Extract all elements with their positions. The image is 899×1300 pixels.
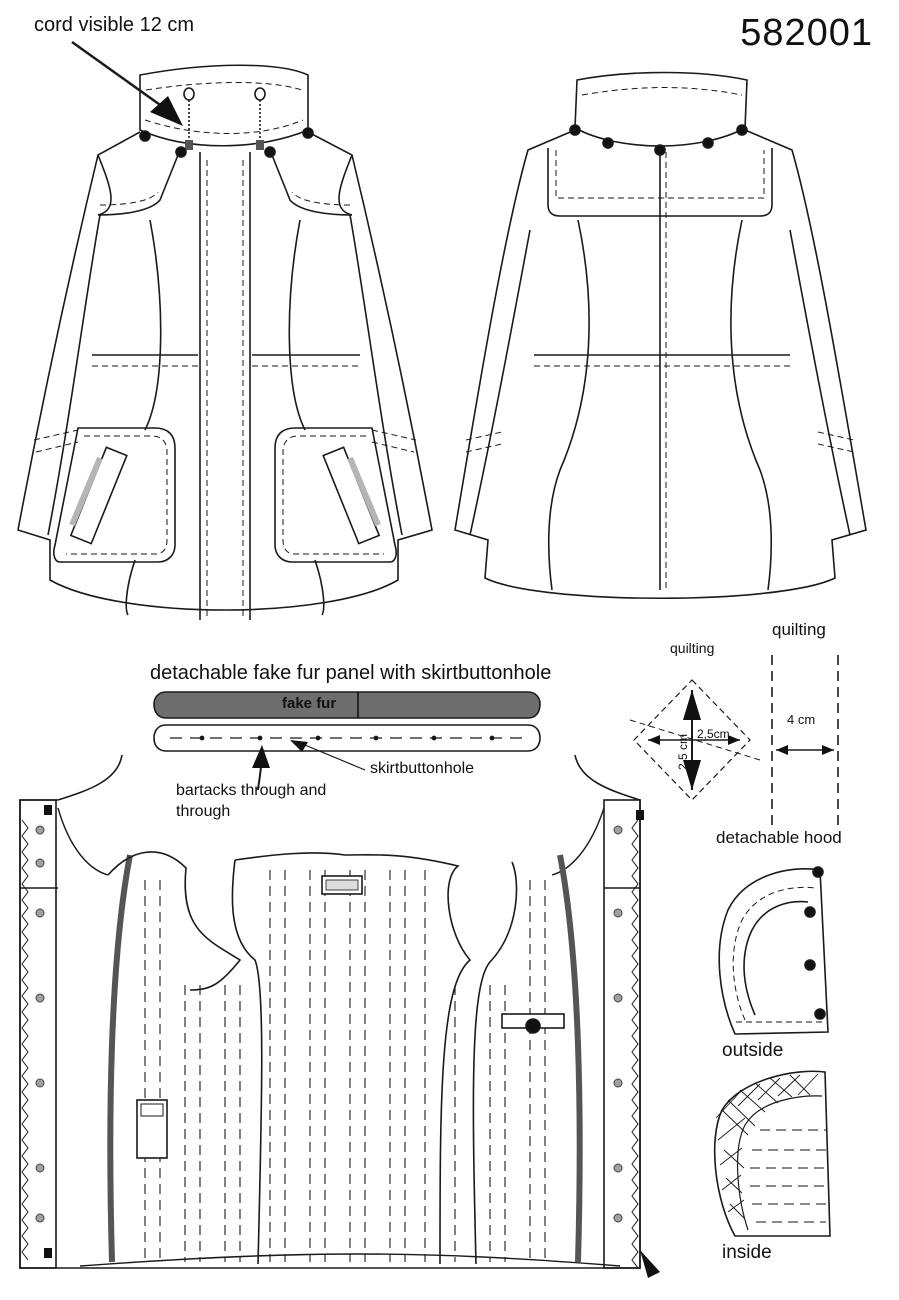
front-view xyxy=(17,40,433,620)
skirtbuttonhole-note: skirtbuttonhole xyxy=(370,760,475,777)
phone-pocket xyxy=(136,1099,168,1159)
brand-label xyxy=(321,875,363,895)
front-body-outline xyxy=(17,131,433,611)
pocket-left xyxy=(53,427,176,563)
back-body-outline xyxy=(454,129,867,600)
cord-toggle-left xyxy=(183,87,195,150)
cord-note: cord visible 12 cm xyxy=(34,14,195,36)
style-number: 582001 xyxy=(740,12,873,54)
dimension-4cm: 4 cm xyxy=(787,712,816,727)
inside-outline xyxy=(19,754,641,1269)
hood-inside-label: inside xyxy=(722,1242,772,1263)
back-collar xyxy=(574,71,748,147)
fake-fur-label: fake fur xyxy=(282,695,337,712)
back-view xyxy=(454,71,867,600)
dimension-2-5-vertical: 2,5 cm xyxy=(676,733,690,770)
cord-toggle-right xyxy=(254,87,266,150)
dimension-2-5-horizontal: 2,5cm xyxy=(697,727,730,741)
hood-outside xyxy=(718,866,829,1035)
quilting-diagram xyxy=(629,655,839,825)
fake-fur-panel xyxy=(153,691,541,791)
pocket-right xyxy=(274,427,397,563)
quilting-label-small: quilting xyxy=(670,640,715,656)
inside-view xyxy=(19,754,660,1278)
quilting-label-large: quilting xyxy=(772,620,826,639)
fur-panel-title: detachable fake fur panel with skirtbutt… xyxy=(150,662,552,684)
hood-inside xyxy=(713,1070,831,1237)
detachable-hood-label: detachable hood xyxy=(716,828,842,847)
hood-outside-label: outside xyxy=(722,1040,784,1061)
inside-pocket xyxy=(501,1013,565,1034)
bartacks-note: bartacks through and through xyxy=(176,782,327,820)
